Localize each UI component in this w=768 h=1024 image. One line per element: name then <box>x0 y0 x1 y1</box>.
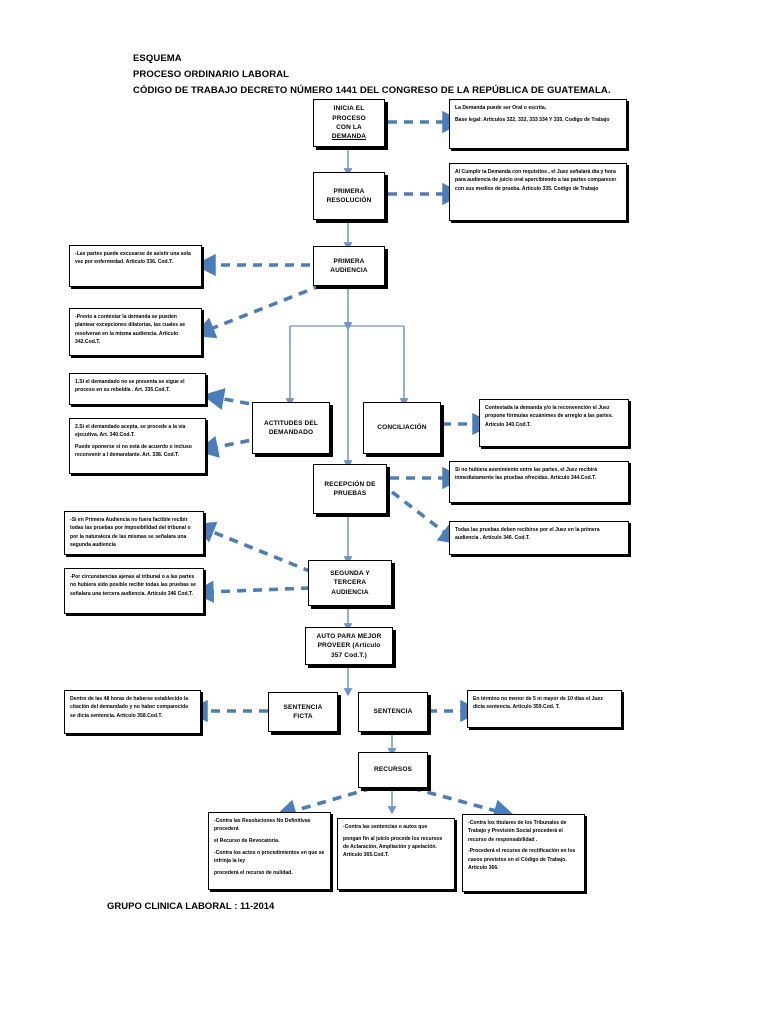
node-recepcion-pruebas[interactable]: RECEPCIÓN DE PRUEBAS <box>313 464 387 514</box>
node-actitudes-line1: ACTITUDES DEL <box>264 419 318 427</box>
node-recepcion-line1: RECEPCIÓN DE <box>324 480 376 488</box>
header-line-3: CÓDIGO DE TRABAJO DECRETO NÚMERO 1441 DE… <box>133 85 611 96</box>
note-rebeldia-p1: 1.Si el demandado no se presenta se sigu… <box>75 379 185 394</box>
node-inicia-proceso[interactable]: INICIA EL PROCESO CON LA DEMANDA <box>313 99 385 147</box>
node-primera-res-line2: RESOLUCIÓN <box>326 197 372 204</box>
note-demanda: La Demanda puede ser Oral o escrita. Bas… <box>449 99 627 149</box>
note-conciliacion-formulas: Contestada la demanda y/o la reconvenció… <box>479 399 629 447</box>
note-pruebas-primera-audiencia: Todas las pruebas deben recibirse por el… <box>449 521 629 555</box>
note-excusa-p1: -Las partes puede excusarse de asistir u… <box>75 251 191 266</box>
note-segunda-aud-p1: -Si en Primera Audiencia no fuera factib… <box>70 517 191 548</box>
note-demanda-p2: Base legal: Artículos 322, 332, 333 334 … <box>455 116 610 123</box>
node-inicia-line1: INICIA EL <box>333 105 365 113</box>
note-tercera-audiencia: -Por circunstancias ajenas al tribunal o… <box>64 568 204 614</box>
node-primera-audiencia[interactable]: PRIMERA AUDIENCIA <box>313 246 385 286</box>
node-conciliacion[interactable]: CONCILIACIÓN <box>363 402 441 454</box>
note-recurso-apelacion: -Contra las sentencias o autos que ponga… <box>337 818 455 890</box>
note-revocatoria-p4: procederá el recurso de nulidad. <box>214 869 293 876</box>
node-primera-aud-line2: AUDIENCIA <box>330 267 368 274</box>
note-recurso-revocatoria: -Contra las Resoluciones No Definitivas … <box>208 812 331 890</box>
node-recursos-line1: RECURSOS <box>373 766 413 774</box>
note-responsabilidad-p2: -Procederá el recurso de rectificación e… <box>468 848 576 871</box>
node-segunda-tercera-audiencia[interactable]: SEGUNDA Y TERCERA AUDIENCIA <box>308 560 392 606</box>
note-revocatoria-p1: -Contra las Resoluciones No Definitivas … <box>214 818 311 833</box>
note-apelacion-p1: -Contra las sentencias o autos que <box>343 824 428 830</box>
node-inicia-line2: PROCESO <box>332 114 366 122</box>
node-auto-line1: AUTO PARA MEJOR <box>316 632 382 640</box>
note-responsabilidad-p1: -Contra los titulares de los Tribunales … <box>468 820 567 843</box>
note-excepciones-dilatorias: -Previo a contestar la demanda se pueden… <box>69 308 202 356</box>
node-sentencia[interactable]: SENTENCIA <box>358 692 428 732</box>
node-inicia-line4: DEMANDA <box>331 133 367 141</box>
note-apelacion-p2: pongan fin al juicio procede los recurso… <box>343 835 443 859</box>
footer-credit: GRUPO CLINICA LABORAL : 11-2014 <box>107 901 275 912</box>
note-sentencia-plazo: En término no menor de 5 ni mayor de 10 … <box>467 690 622 728</box>
node-sentencia-line1: SENTENCIA <box>373 708 413 716</box>
node-actitudes-demandado[interactable]: ACTITUDES DEL DEMANDADO <box>252 402 330 454</box>
note-acepta-p1: 2.Si el demandado acepta, se procede a l… <box>75 424 186 439</box>
note-avenimiento-p1: Si no hubiera avenimiento entre las part… <box>455 467 598 482</box>
node-primera-resolucion[interactable]: PRIMERA RESOLUCIÓN <box>313 172 385 220</box>
node-conciliacion-line1: CONCILIACIÓN <box>377 424 427 432</box>
note-avenimiento: Si no hubiera avenimiento entre las part… <box>449 461 629 503</box>
node-inicia-line3: CON LA <box>336 124 362 131</box>
note-excepciones-p1: -Previo a contestar la demanda se pueden… <box>75 314 186 345</box>
node-auto-line2: PROVEER (Articulo <box>317 642 381 650</box>
note-primera-resolucion: Al Cumplir la Demanda con requisitos , e… <box>449 163 627 221</box>
note-acepta-p2: Puede oponerse si no está de acuerdo o i… <box>75 444 192 459</box>
note-sentencia-ficta: Dentro de las 48 horas de haberse establ… <box>64 690 201 734</box>
note-acepta-demandado: 2.Si el demandado acepta, se procede a l… <box>69 418 206 474</box>
node-auto-line3: 357 Cod.T.) <box>331 651 367 659</box>
header-line-1: ESQUEMA <box>133 53 182 64</box>
node-primera-res-line1: PRIMERA <box>333 187 365 195</box>
node-actitudes-line2: DEMANDADO <box>268 429 314 436</box>
note-revocatoria-p2: el Recurso de Revocatoria. <box>214 838 280 844</box>
node-primera-aud-line1: PRIMERA <box>333 257 365 265</box>
note-conciliacion-p1: Contestada la demanda y/o la reconvenció… <box>485 405 613 428</box>
note-excusa-enfermedad: -Las partes puede excusarse de asistir u… <box>69 245 202 287</box>
node-sentencia-ficta[interactable]: SENTENCIA FICTA <box>268 692 338 732</box>
note-revocatoria-p3: -Contra los actos o procedimientos en qu… <box>214 849 325 864</box>
note-rebeldia: 1.Si el demandado no se presenta se sigu… <box>69 373 206 405</box>
note-sentencia-ficta-p1: Dentro de las 48 horas de haberse establ… <box>70 696 189 719</box>
note-demanda-p1: La Demanda puede ser Oral o escrita. <box>455 105 547 111</box>
note-tercera-aud-p1: -Por circunstancias ajenas al tribunal o… <box>70 574 196 597</box>
header-line-2: PROCESO ORDINARIO LABORAL <box>133 69 290 80</box>
note-segunda-audiencia: -Si en Primera Audiencia no fuera factib… <box>64 511 204 555</box>
note-pruebas-primera-p1: Todas las pruebas deben recibirse por el… <box>455 527 600 542</box>
node-recepcion-line2: PRUEBAS <box>333 490 367 497</box>
node-sent-ficta-line1: SENTENCIA <box>283 703 323 711</box>
node-recursos[interactable]: RECURSOS <box>358 752 428 788</box>
node-segunda-line2: AUDIENCIA <box>331 588 369 596</box>
note-sentencia-plazo-p1: En término no menor de 5 ni mayor de 10 … <box>473 696 603 711</box>
note-primera-resolucion-p1: Al Cumplir la Demanda con requisitos , e… <box>455 169 617 192</box>
node-sent-ficta-line2: FICTA <box>293 713 313 720</box>
node-segunda-line1: SEGUNDA Y TERCERA <box>330 569 370 587</box>
note-recurso-responsabilidad: -Contra los titulares de los Tribunales … <box>462 814 585 892</box>
node-auto-mejor-proveer[interactable]: AUTO PARA MEJOR PROVEER (Articulo 357 Co… <box>305 627 393 665</box>
